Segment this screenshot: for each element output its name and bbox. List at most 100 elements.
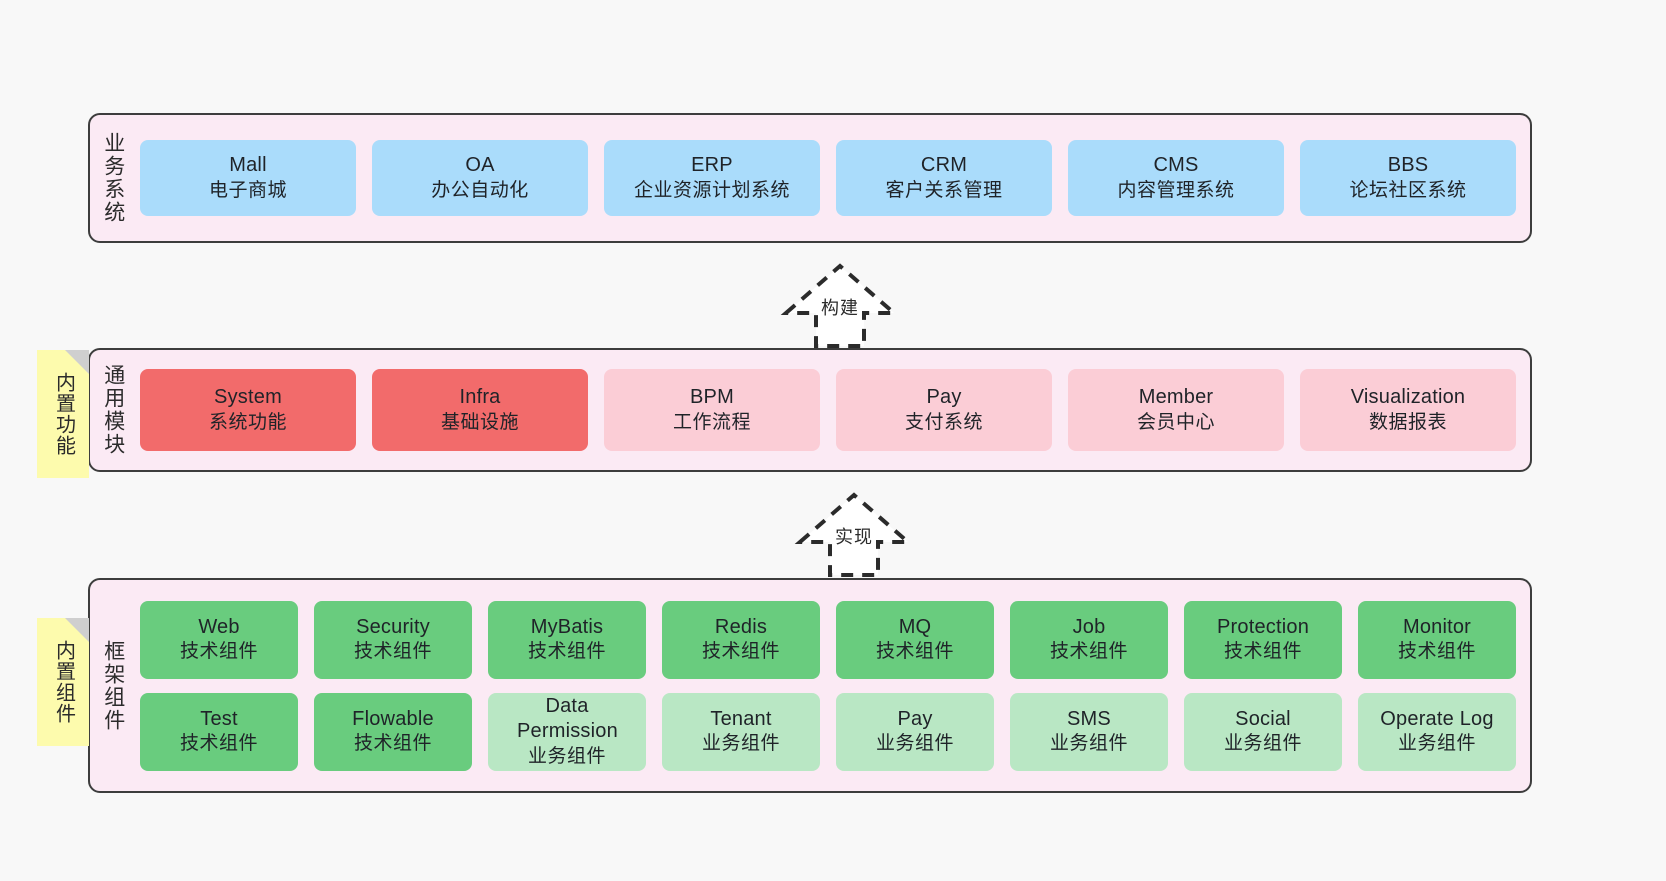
card-title: Job [1072, 615, 1106, 638]
card-subtitle: 系统功能 [208, 411, 287, 433]
card-title: Web [198, 615, 240, 638]
card-web[interactable]: Web 技术组件 [140, 600, 298, 679]
card-subtitle: 电子商城 [208, 179, 287, 201]
card-subtitle: 内容管理系统 [1117, 179, 1235, 201]
connector-build: 构建 [765, 258, 915, 348]
layer-title-business-system: 业务系统 [101, 132, 125, 224]
card-title: Flowable [352, 707, 434, 730]
card-subtitle: 技术组件 [1397, 641, 1476, 663]
card-crm[interactable]: CRM 客户关系管理 [836, 140, 1052, 216]
layer-business-system: 业务系统 Mall 电子商城 OA 办公自动化 ERP 企业资源计划系统 CRM… [88, 113, 1532, 243]
card-cms[interactable]: CMS 内容管理系统 [1068, 140, 1284, 216]
card-title: MQ [898, 615, 932, 638]
card-bpm[interactable]: BPM 工作流程 [604, 369, 820, 451]
card-job[interactable]: Job 技术组件 [1010, 600, 1168, 679]
card-subtitle: 技术组件 [1049, 641, 1128, 663]
sticky-note-builtin-function: 内置功能 [37, 350, 89, 478]
card-mybatis[interactable]: MyBatis 技术组件 [488, 600, 646, 679]
card-operate-log[interactable]: Operate Log 业务组件 [1358, 692, 1516, 771]
card-subtitle: 技术组件 [179, 641, 258, 663]
card-title: Data Permission [517, 694, 618, 743]
card-security[interactable]: Security 技术组件 [314, 600, 472, 679]
card-social[interactable]: Social 业务组件 [1184, 692, 1342, 771]
card-tenant[interactable]: Tenant 业务组件 [662, 692, 820, 771]
card-infra[interactable]: Infra 基础设施 [372, 369, 588, 451]
card-subtitle: 技术组件 [353, 733, 432, 755]
card-title: Operate Log [1380, 707, 1494, 730]
card-member[interactable]: Member 会员中心 [1068, 369, 1284, 451]
card-title: BPM [690, 386, 734, 409]
card-subtitle: 技术组件 [179, 733, 258, 755]
layer-title-common-modules: 通用模块 [101, 364, 125, 456]
layer-common-modules: 通用模块 System 系统功能 Infra 基础设施 BPM 工作流程 Pay… [88, 348, 1532, 472]
card-test[interactable]: Test 技术组件 [140, 692, 298, 771]
card-subtitle: 客户关系管理 [885, 179, 1003, 201]
sticky-note-label: 内置组件 [52, 640, 75, 724]
card-subtitle: 技术组件 [527, 641, 606, 663]
card-title: Security [356, 615, 430, 638]
card-subtitle: 办公自动化 [431, 179, 529, 201]
card-erp[interactable]: ERP 企业资源计划系统 [604, 140, 820, 216]
card-subtitle: 技术组件 [353, 641, 432, 663]
card-subtitle: 业务组件 [1223, 733, 1302, 755]
card-redis[interactable]: Redis 技术组件 [662, 600, 820, 679]
card-row: System 系统功能 Infra 基础设施 BPM 工作流程 Pay 支付系统… [140, 369, 1516, 451]
card-subtitle: 技术组件 [1223, 641, 1302, 663]
sticky-note-label: 内置功能 [52, 372, 75, 456]
card-data-permission[interactable]: Data Permission 业务组件 [488, 692, 646, 771]
card-title: Pay [926, 386, 962, 409]
card-visualization[interactable]: Visualization 数据报表 [1300, 369, 1516, 451]
card-title: Pay [897, 707, 933, 730]
dashed-hollow-arrow-icon [780, 263, 900, 348]
layer-framework-components: 框架组件 Web 技术组件 Security 技术组件 MyBatis 技术组件… [88, 578, 1532, 793]
layer-body-framework-components: Web 技术组件 Security 技术组件 MyBatis 技术组件 Redi… [136, 580, 1530, 791]
card-subtitle: 业务组件 [875, 733, 954, 755]
page-fold-icon [65, 350, 89, 374]
card-title: SMS [1067, 707, 1111, 730]
connector-label: 构建 [821, 298, 859, 318]
card-subtitle: 支付系统 [904, 411, 983, 433]
card-title: Tenant [710, 707, 772, 730]
card-subtitle: 业务组件 [701, 733, 780, 755]
card-subtitle: 业务组件 [1049, 733, 1128, 755]
connector-implement: 实现 [779, 487, 929, 577]
card-row: Web 技术组件 Security 技术组件 MyBatis 技术组件 Redi… [140, 600, 1516, 679]
card-title: Test [200, 707, 238, 730]
card-flowable[interactable]: Flowable 技术组件 [314, 692, 472, 771]
card-mq[interactable]: MQ 技术组件 [836, 600, 994, 679]
card-sms[interactable]: SMS 业务组件 [1010, 692, 1168, 771]
page-fold-icon [65, 618, 89, 642]
card-title: Social [1235, 707, 1291, 730]
card-subtitle: 论坛社区系统 [1349, 179, 1467, 201]
card-oa[interactable]: OA 办公自动化 [372, 140, 588, 216]
card-row: Test 技术组件 Flowable 技术组件 Data Permission … [140, 692, 1516, 771]
card-title: OA [465, 154, 495, 177]
card-subtitle: 技术组件 [701, 641, 780, 663]
card-title: Redis [714, 615, 768, 638]
card-subtitle: 业务组件 [1397, 733, 1476, 755]
card-subtitle: 技术组件 [875, 641, 954, 663]
card-title: MyBatis [530, 615, 604, 638]
card-monitor[interactable]: Monitor 技术组件 [1358, 600, 1516, 679]
card-title: Visualization [1350, 386, 1466, 409]
card-title: Mall [229, 154, 267, 177]
card-subtitle: 会员中心 [1136, 411, 1215, 433]
card-protection[interactable]: Protection 技术组件 [1184, 600, 1342, 679]
card-title: Monitor [1402, 615, 1472, 638]
layer-title-framework-components: 框架组件 [101, 639, 125, 732]
layer-body-business-system: Mall 电子商城 OA 办公自动化 ERP 企业资源计划系统 CRM 客户关系… [136, 115, 1530, 241]
dashed-hollow-arrow-icon [794, 492, 914, 577]
card-system[interactable]: System 系统功能 [140, 369, 356, 451]
card-title: Infra [459, 386, 501, 409]
connector-label: 实现 [835, 527, 873, 547]
card-pay[interactable]: Pay 支付系统 [836, 369, 1052, 451]
card-title: BBS [1387, 154, 1429, 177]
card-mall[interactable]: Mall 电子商城 [140, 140, 356, 216]
card-pay-business[interactable]: Pay 业务组件 [836, 692, 994, 771]
card-subtitle: 基础设施 [440, 411, 519, 433]
card-subtitle: 工作流程 [672, 411, 751, 433]
card-subtitle: 业务组件 [527, 745, 606, 767]
card-title: CMS [1153, 154, 1199, 177]
card-bbs[interactable]: BBS 论坛社区系统 [1300, 140, 1516, 216]
